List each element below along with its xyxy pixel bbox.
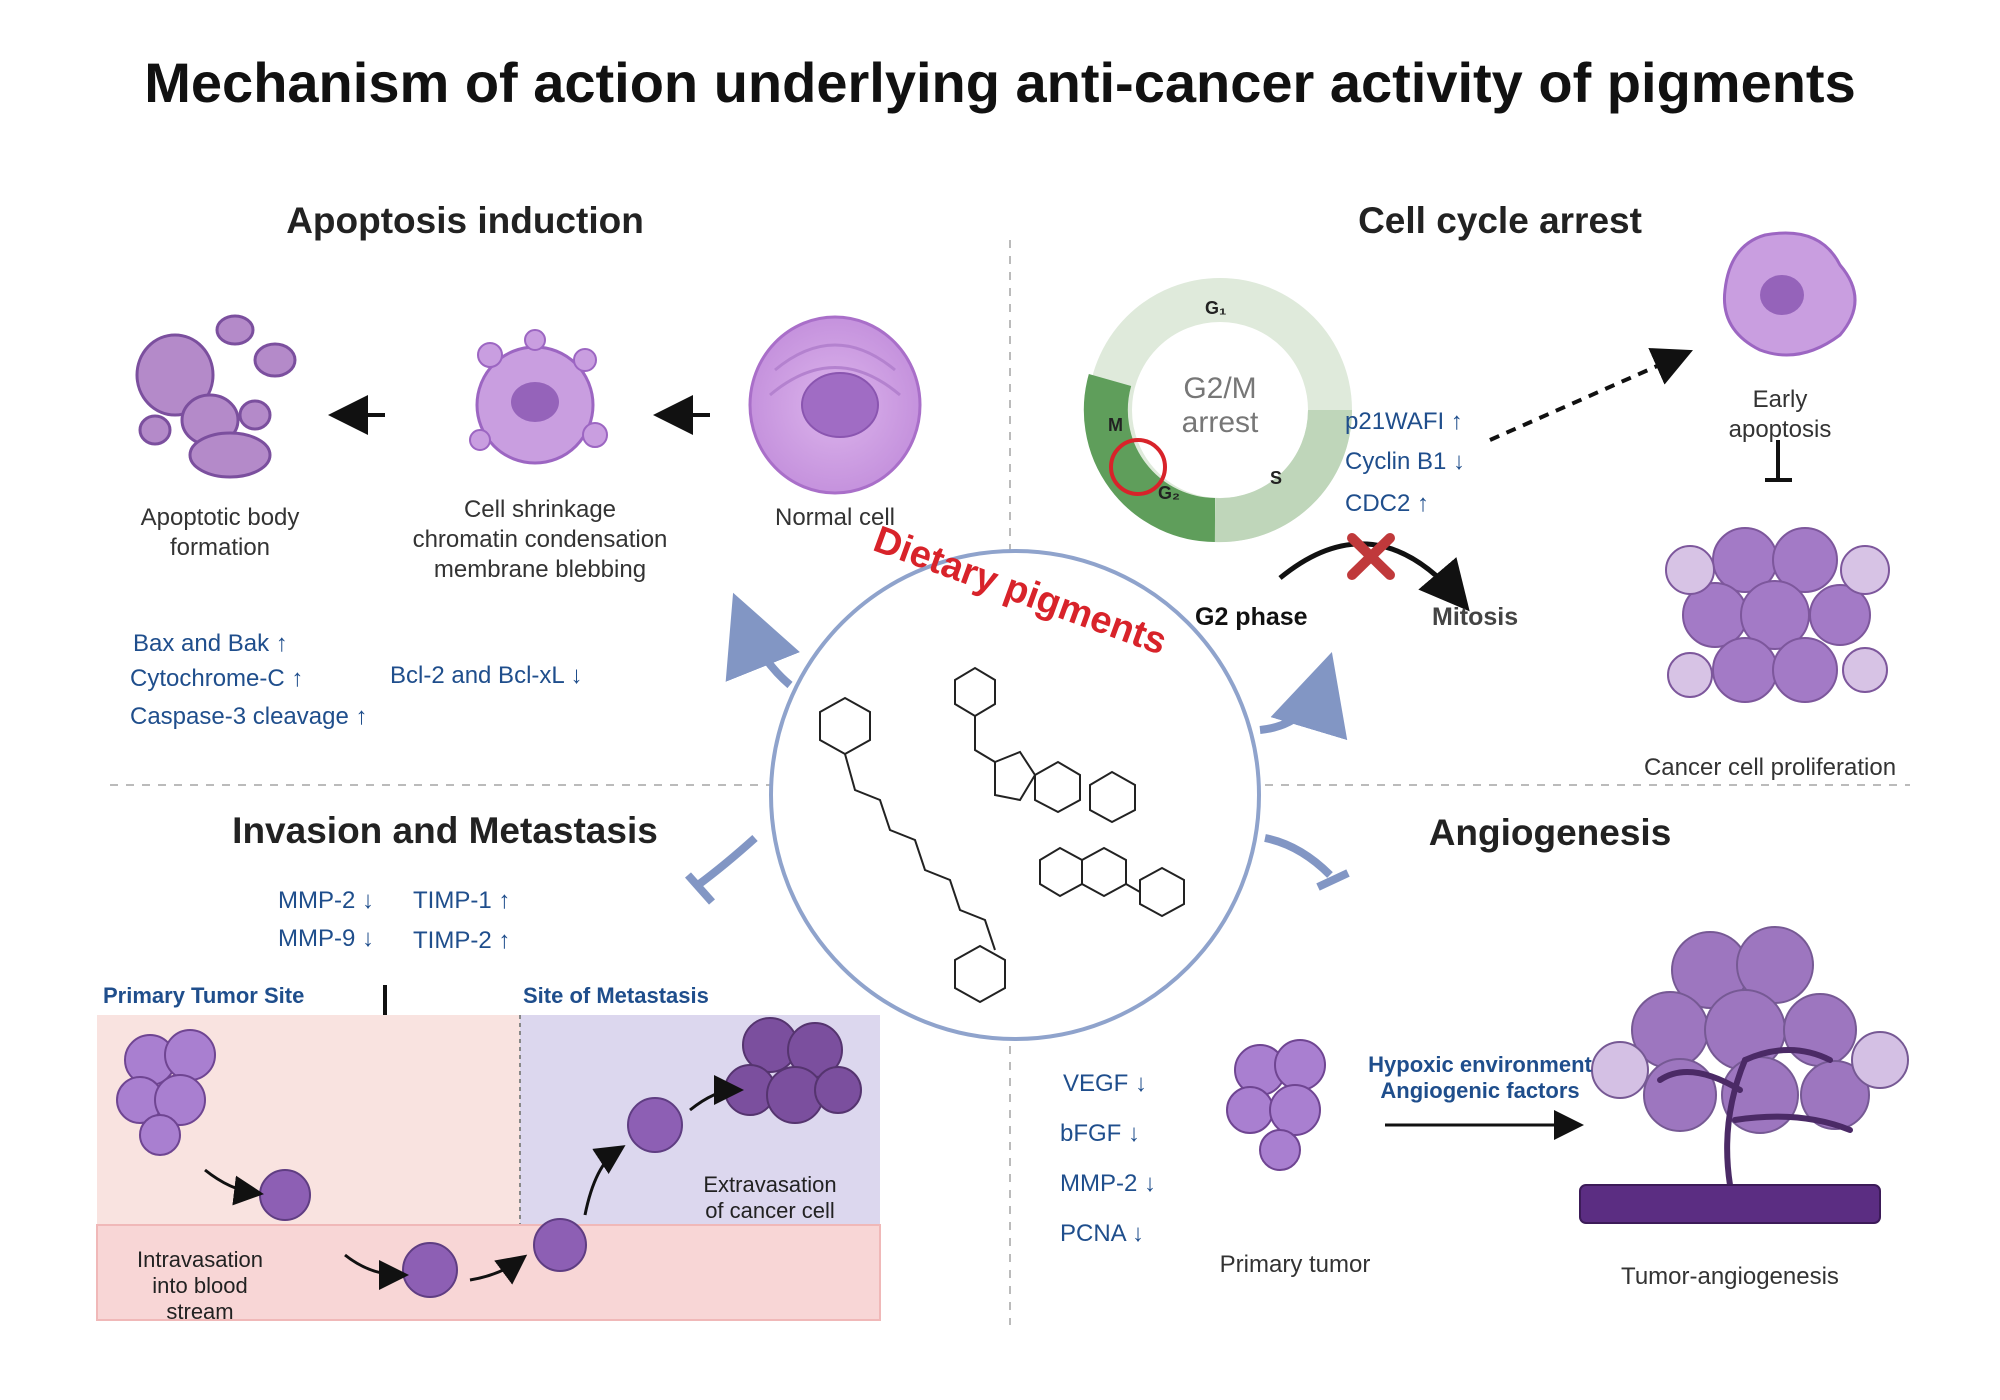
page-title: Mechanism of action underlying anti-canc… <box>144 51 1856 114</box>
extravasation-label: Extravasation of cancer cell <box>703 1172 837 1223</box>
intravasation-label: Intravasation into blood stream <box>137 1247 263 1324</box>
anthocyanin-structure <box>1039 846 1185 918</box>
marker-mmp2-inv: MMP-2 ↓ <box>278 887 375 914</box>
blood-vessel <box>96 1224 881 1321</box>
early-apoptosis-cell <box>1722 231 1857 357</box>
g2m-checkpoint-marker <box>1109 438 1167 496</box>
shrinkage-label: Cell shrinkage chromatin condensation me… <box>412 496 668 583</box>
migrating-cell-1 <box>259 1169 311 1221</box>
g2-phase-label: G2 phase <box>1195 603 1308 631</box>
central-circle <box>769 549 1261 1041</box>
marker-mmp2-angio: MMP-2 ↓ <box>1060 1170 1157 1197</box>
marker-timp1: TIMP-1 ↑ <box>413 887 511 914</box>
angiogenic-factors-label: Hypoxic environment Angiogenic factors <box>1368 1052 1592 1103</box>
angio-primary-tumor-label: Primary tumor <box>1219 1251 1371 1278</box>
main-vessel <box>1579 1184 1881 1224</box>
tumor-angiogenesis-label: Tumor-angiogenesis <box>1621 1263 1839 1290</box>
apoptotic-body-label: Apoptotic body formation <box>140 504 300 561</box>
marker-p21: p21WAFI ↑ <box>1345 408 1463 435</box>
mitosis-label: Mitosis <box>1432 603 1519 631</box>
normal-cell-label: Normal cell <box>774 504 896 531</box>
phase-g2: G₂ <box>1158 483 1180 503</box>
apoptosis-heading: Apoptosis induction <box>286 200 644 241</box>
invasion-heading: Invasion and Metastasis <box>232 810 658 851</box>
marker-bcl2: Bcl-2 and Bcl-xL ↓ <box>390 662 583 689</box>
marker-cyclin-b1: Cyclin B1 ↓ <box>1345 448 1466 475</box>
carotenoid-structure <box>819 696 1006 1004</box>
inhibit-angiogenesis <box>1264 834 1333 878</box>
cancer-cell-cluster <box>1665 527 1890 703</box>
phase-g1: G₁ <box>1205 298 1227 318</box>
shrinking-cell <box>469 329 608 465</box>
metastatic-single-cell <box>627 1097 683 1153</box>
angio-primary-tumor <box>1226 1039 1326 1171</box>
marker-bax-bak: Bax and Bak ↑ <box>133 630 288 657</box>
g2-mitosis-arc <box>1278 541 1470 612</box>
cellcycle-heading: Cell cycle arrest <box>1358 200 1642 241</box>
block-x-icon <box>1347 533 1395 580</box>
marker-bfgf: bFGF ↓ <box>1060 1120 1141 1147</box>
marker-timp2: TIMP-2 ↑ <box>413 927 511 954</box>
wheel-center-label: G2/M arrest <box>1181 372 1259 439</box>
arrow-to-cellcycle <box>1259 652 1348 741</box>
apoptotic-bodies <box>135 314 297 479</box>
early-apoptosis-label: Early apoptosis <box>1728 386 1832 443</box>
metastasis-site-label: Site of Metastasis <box>523 983 709 1008</box>
marker-vegf: VEGF ↓ <box>1063 1070 1148 1097</box>
inhibit-invasion <box>695 835 758 889</box>
marker-cdc2: CDC2 ↑ <box>1345 490 1430 517</box>
marker-mmp9: MMP-9 ↓ <box>278 925 375 952</box>
marker-pcna: PCNA ↓ <box>1060 1220 1145 1247</box>
arrow-to-apoptosis <box>725 592 800 689</box>
extravasating-cell <box>533 1218 587 1272</box>
proliferation-label: Cancer cell proliferation <box>1643 754 1897 781</box>
blood-vessel-tree <box>1657 1047 1853 1188</box>
primary-site-label: Primary Tumor Site <box>103 983 305 1008</box>
phase-m: M <box>1108 415 1123 435</box>
phase-s: S <box>1270 468 1283 488</box>
primary-tumor-cells <box>116 1029 216 1156</box>
vascularized-tumor <box>1591 926 1909 1134</box>
angiogenesis-heading: Angiogenesis <box>1428 812 1672 853</box>
cell-cycle-wheel <box>1083 278 1353 543</box>
dashed-arrow-early-apoptosis <box>1489 348 1693 442</box>
circulating-cell <box>402 1242 458 1298</box>
betalain-structure <box>954 666 1136 824</box>
marker-caspase-3: Caspase-3 cleavage ↑ <box>130 703 368 730</box>
marker-cytochrome-c: Cytochrome-C ↑ <box>130 665 304 692</box>
